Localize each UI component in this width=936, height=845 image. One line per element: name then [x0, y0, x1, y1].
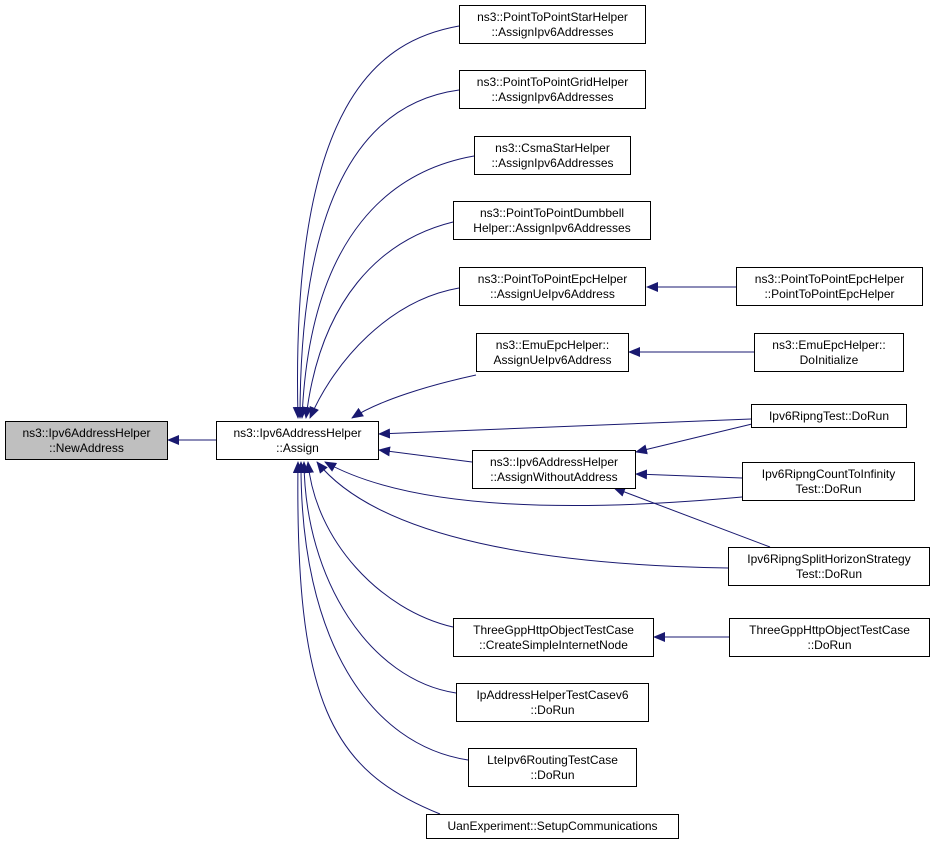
node-p2p-epc-ctor-line1: ns3::PointToPointEpcHelper: [754, 271, 905, 286]
node-assign-without-line2: ::AssignWithoutAddress: [490, 469, 618, 484]
node-assign-without-line1: ns3::Ipv6AddressHelper: [489, 454, 619, 469]
node-p2p-epc-assign-line1: ns3::PointToPointEpcHelper: [477, 271, 628, 286]
node-uan-experiment-line1: UanExperiment::SetupCommunications: [447, 819, 658, 833]
edge-star-to-assign: [292, 25, 460, 419]
node-emu-epc-assign-line2: AssignUeIpv6Address: [493, 352, 612, 367]
node-emu-epc-assign[interactable]: ns3::EmuEpcHelper:: AssignUeIpv6Address: [476, 333, 629, 372]
node-count-to-infinity-line1: Ipv6RipngCountToInfinity: [761, 466, 896, 481]
edge-count-to-assignwithout: [635, 469, 743, 480]
edge-assignwithout-to-assign: [378, 446, 473, 463]
node-http-dorun-line2: ::DoRun: [807, 637, 852, 652]
node-http-create[interactable]: ThreeGppHttpObjectTestCase ::CreateSimpl…: [453, 618, 654, 657]
node-ripng-test[interactable]: Ipv6RipngTest::DoRun: [751, 404, 907, 428]
edge-lte-to-assign: [295, 461, 469, 761]
node-p2p-epc-assign[interactable]: ns3::PointToPointEpcHelper ::AssignUeIpv…: [459, 267, 646, 306]
edge-ripngtest-to-assign: [378, 418, 752, 439]
edge-uan-to-assign: [292, 461, 441, 815]
node-star-helper-line1: ns3::PointToPointStarHelper: [477, 9, 628, 24]
node-emu-epc-assign-line1: ns3::EmuEpcHelper::: [495, 337, 610, 352]
edge-split-to-assignwithout: [613, 487, 771, 548]
node-count-to-infinity[interactable]: Ipv6RipngCountToInfinity Test::DoRun: [742, 462, 915, 501]
edge-dumbbell-to-assign: [302, 221, 454, 419]
node-uan-experiment[interactable]: UanExperiment::SetupCommunications: [426, 814, 679, 839]
node-star-helper-line2: ::AssignIpv6Addresses: [491, 24, 614, 39]
edge-csma-to-assign: [297, 155, 475, 419]
node-assign-line2: ::Assign: [276, 440, 319, 455]
node-ip-address-test-line1: IpAddressHelperTestCasev6: [476, 687, 629, 702]
node-dumbbell-line1: ns3::PointToPointDumbbell: [479, 205, 625, 220]
node-lte-routing[interactable]: LteIpv6RoutingTestCase ::DoRun: [468, 748, 637, 787]
node-csma-star-line2: ::AssignIpv6Addresses: [491, 155, 614, 170]
node-http-dorun-line1: ThreeGppHttpObjectTestCase: [749, 622, 910, 637]
node-assign-line1: ns3::Ipv6AddressHelper: [233, 425, 362, 440]
node-assign[interactable]: ns3::Ipv6AddressHelper ::Assign: [216, 421, 379, 460]
node-p2p-epc-assign-line2: ::AssignUeIpv6Address: [490, 286, 615, 301]
node-star-helper[interactable]: ns3::PointToPointStarHelper ::AssignIpv6…: [459, 5, 646, 44]
node-split-horizon-line1: Ipv6RipngSplitHorizonStrategy: [747, 551, 911, 566]
edge-count-to-assign: [324, 461, 743, 507]
node-p2p-epc-ctor-line2: ::PointToPointEpcHelper: [764, 286, 895, 301]
edge-iptest-to-assign: [299, 461, 457, 694]
node-split-horizon[interactable]: Ipv6RipngSplitHorizonStrategy Test::DoRu…: [728, 547, 930, 586]
node-new-address: ns3::Ipv6AddressHelper ::NewAddress: [5, 421, 168, 460]
node-csma-star[interactable]: ns3::CsmaStarHelper ::AssignIpv6Addresse…: [474, 136, 631, 175]
node-grid-helper[interactable]: ns3::PointToPointGridHelper ::AssignIpv6…: [459, 70, 646, 109]
node-lte-routing-line2: ::DoRun: [530, 767, 575, 782]
node-emu-epc-init-line2: DoInitialize: [799, 352, 859, 367]
node-ip-address-test-line2: ::DoRun: [530, 702, 575, 717]
node-dumbbell[interactable]: ns3::PointToPointDumbbell Helper::Assign…: [453, 201, 651, 240]
node-count-to-infinity-line2: Test::DoRun: [795, 481, 862, 496]
edge-ripngtest-to-assignwithout: [635, 423, 753, 455]
node-new-address-line1: ns3::Ipv6AddressHelper: [22, 425, 151, 440]
node-http-dorun[interactable]: ThreeGppHttpObjectTestCase ::DoRun: [729, 618, 930, 657]
node-http-create-line2: ::CreateSimpleInternetNode: [479, 637, 628, 652]
node-ip-address-test[interactable]: IpAddressHelperTestCasev6 ::DoRun: [456, 683, 649, 722]
node-grid-helper-line1: ns3::PointToPointGridHelper: [476, 74, 629, 89]
node-ripng-test-line1: Ipv6RipngTest::DoRun: [768, 408, 890, 423]
node-dumbbell-line2: Helper::AssignIpv6Addresses: [473, 220, 631, 235]
node-new-address-line2: ::NewAddress: [49, 440, 124, 455]
node-assign-without[interactable]: ns3::Ipv6AddressHelper ::AssignWithoutAd…: [472, 450, 636, 489]
node-http-create-line1: ThreeGppHttpObjectTestCase: [473, 622, 634, 637]
edge-split-to-assign: [316, 461, 729, 569]
node-grid-helper-line2: ::AssignIpv6Addresses: [491, 89, 614, 104]
node-lte-routing-line1: LteIpv6RoutingTestCase: [487, 752, 618, 767]
edge-p2pepc-to-assign: [309, 287, 460, 419]
node-emu-epc-init[interactable]: ns3::EmuEpcHelper:: DoInitialize: [754, 333, 904, 372]
node-emu-epc-init-line1: ns3::EmuEpcHelper::: [772, 337, 886, 352]
edge-emuepc-to-assign: [351, 374, 477, 419]
node-split-horizon-line2: Test::DoRun: [795, 566, 863, 581]
edge-httpcreate-to-assign: [304, 461, 454, 628]
node-csma-star-line1: ns3::CsmaStarHelper: [495, 140, 610, 155]
node-p2p-epc-ctor[interactable]: ns3::PointToPointEpcHelper ::PointToPoin…: [736, 267, 923, 306]
edge-grid-to-assign: [295, 89, 460, 419]
